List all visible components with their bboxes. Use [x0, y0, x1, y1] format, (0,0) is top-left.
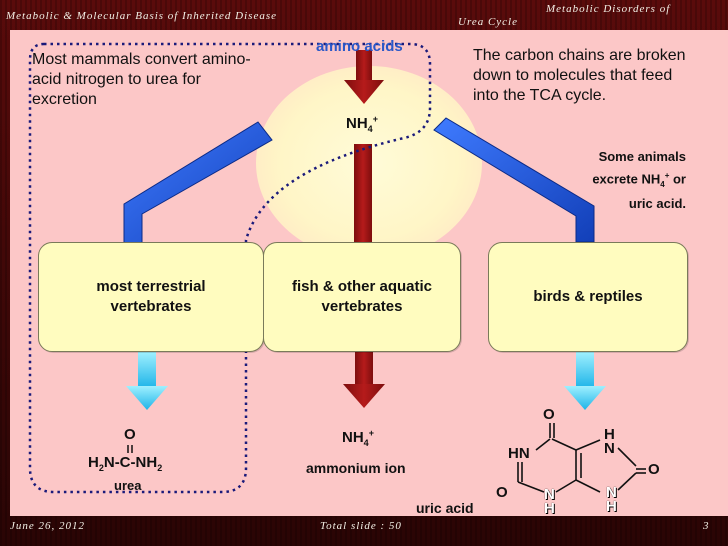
box-birds-line1: birds & reptiles [533, 288, 643, 305]
nh4-center-sub: 4 [367, 124, 373, 134]
note-animals-line2: excrete NH4+ or [550, 166, 686, 194]
note-animals-sup: + [664, 171, 670, 180]
note-mammals-line3: excretion [32, 91, 97, 108]
note-mammals: Most mammals convert amino- acid nitroge… [32, 50, 251, 110]
ammonium-formula: NH4+ [342, 428, 374, 448]
uric-atom-o-left: O [496, 484, 508, 501]
arrow-to-urea [126, 352, 168, 410]
uric-acid-bonds [517, 423, 646, 493]
note-carbon-line2: down to molecules that feed [473, 67, 673, 84]
footer-total-slides: Total slide : 50 [320, 520, 402, 532]
uric-atom-o-right: O [648, 461, 660, 478]
header-course-title: Metabolic & Molecular Basis of Inherited… [6, 10, 278, 22]
note-mammals-line1: Most mammals convert amino- [32, 51, 251, 68]
slide-canvas: amino acids NH4+ Most mammals convert am… [10, 30, 728, 517]
arrow-to-aquatic [354, 144, 372, 272]
box-aquatic-line2: vertebrates [321, 298, 403, 315]
note-carbon-line1: The carbon chains are broken [473, 47, 686, 64]
note-some-animals: Some animals excrete NH4+ or uric acid. [550, 147, 686, 213]
urea-label: urea [114, 478, 142, 493]
box-terrestrial-line1: most terrestrial [96, 278, 206, 295]
mammals-path-outline [28, 42, 432, 494]
footer-date: June 26, 2012 [10, 520, 86, 532]
amino-acids-label: amino acids [316, 38, 403, 55]
arrow-to-ammonium [343, 352, 385, 408]
ammonium-label: ammonium ion [306, 460, 406, 476]
box-aquatic-line1: fish & other aquatic [291, 278, 433, 295]
header-topic-line1: Metabolic Disorders of [546, 3, 671, 15]
ammonium-main: NH [342, 429, 364, 446]
header-topic-line2: Urea Cycle [458, 16, 518, 28]
urea-oxygen: O [124, 426, 136, 443]
urea-double-bond [127, 445, 133, 453]
uric-atom-n-top: N [604, 440, 615, 457]
box-aquatic: fish & other aquatic vertebrates [263, 242, 461, 352]
uric-atom-h-bottom-left: H [544, 500, 555, 517]
uric-atom-h-top: H [604, 426, 615, 443]
nh4-center-label: NH4+ [346, 114, 378, 134]
nh4-center-main: NH [346, 115, 368, 132]
note-mammals-line2: acid nitrogen to urea for [32, 71, 201, 88]
note-animals-sub: 4 [660, 179, 665, 189]
note-animals-line1: Some animals [598, 149, 686, 164]
urea-formula: H2N-C-NH2 [88, 454, 163, 473]
nh4-center-sup: + [372, 114, 378, 124]
note-carbon-chains: The carbon chains are broken down to mol… [473, 46, 686, 106]
box-terrestrial-line2: vertebrates [110, 298, 192, 315]
uric-atom-h-bottom-right: H [606, 498, 617, 515]
uric-atom-n-bottom-right: N [606, 484, 617, 501]
ammonium-sub: 4 [363, 438, 369, 448]
footer-page-number: 3 [703, 520, 710, 532]
note-animals-line3: uric acid. [628, 195, 686, 211]
uric-atom-n-bottom-left: N [544, 486, 555, 503]
box-terrestrial: most terrestrial vertebrates [38, 242, 264, 352]
box-birds-reptiles: birds & reptiles [488, 242, 688, 352]
uric-acid-label: uric acid [416, 500, 474, 516]
branch-to-terrestrial [123, 121, 273, 245]
note-animals-suffix: or [669, 171, 686, 187]
uric-atom-hn: HN [508, 445, 530, 462]
arrow-to-uric-acid [564, 352, 606, 410]
arrow-amino-to-nh4 [344, 50, 384, 104]
note-carbon-line3: into the TCA cycle. [473, 87, 607, 104]
ammonium-sup: + [368, 428, 374, 438]
uric-atom-o-top: O [543, 406, 555, 423]
note-animals-prefix: excrete NH [592, 171, 661, 187]
